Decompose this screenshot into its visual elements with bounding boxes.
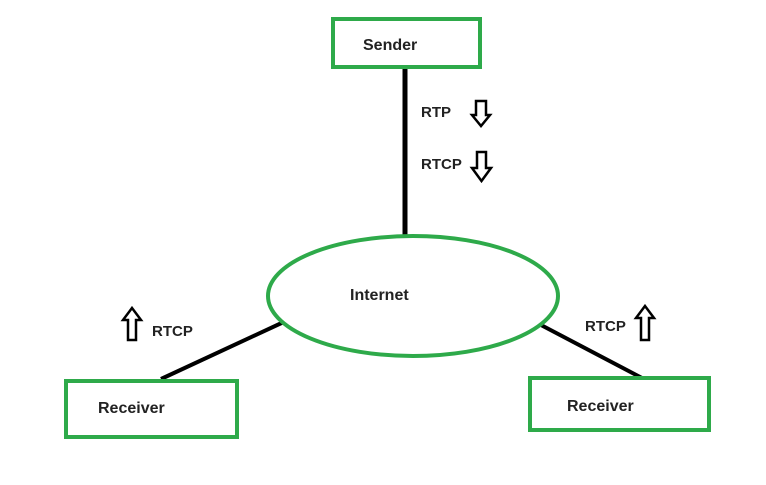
- internet-ellipse: [266, 234, 560, 358]
- arrow-up-icon: [120, 305, 144, 342]
- internet-node: Internet: [266, 234, 560, 358]
- internet-receiver-left-connector: [160, 318, 289, 381]
- receiver-left-label: Receiver: [98, 400, 165, 417]
- receiver-left-rtcp-flow: RTCP: [120, 305, 193, 342]
- sender-rtcp-label: RTCP: [421, 156, 462, 173]
- sender-node: Sender: [331, 17, 482, 69]
- sender-rtcp-flow: RTCP: [421, 150, 494, 184]
- internet-label: Internet: [350, 287, 409, 304]
- connectors: [160, 66, 643, 381]
- receiver-left-box: [64, 379, 239, 439]
- sender-rtp-label: RTP: [421, 104, 451, 121]
- receiver-right-label: Receiver: [567, 398, 634, 415]
- receiver-right-node: Receiver: [528, 376, 711, 432]
- receiver-right-rtcp-flow: RTCP: [585, 303, 657, 342]
- sender-label: Sender: [363, 37, 417, 54]
- receiver-left-node: Receiver: [64, 379, 239, 439]
- receiver-right-box: [528, 376, 711, 432]
- receiver-left-rtcp-label: RTCP: [152, 323, 193, 340]
- sender-box: [331, 17, 482, 69]
- internet-receiver-right-connector: [540, 323, 643, 380]
- receiver-right-rtcp-label: RTCP: [585, 318, 626, 335]
- arrow-down-icon: [469, 150, 494, 184]
- arrow-down-icon: [469, 99, 493, 128]
- arrow-up-icon: [633, 303, 657, 342]
- sender-rtp-flow: RTP: [421, 99, 493, 128]
